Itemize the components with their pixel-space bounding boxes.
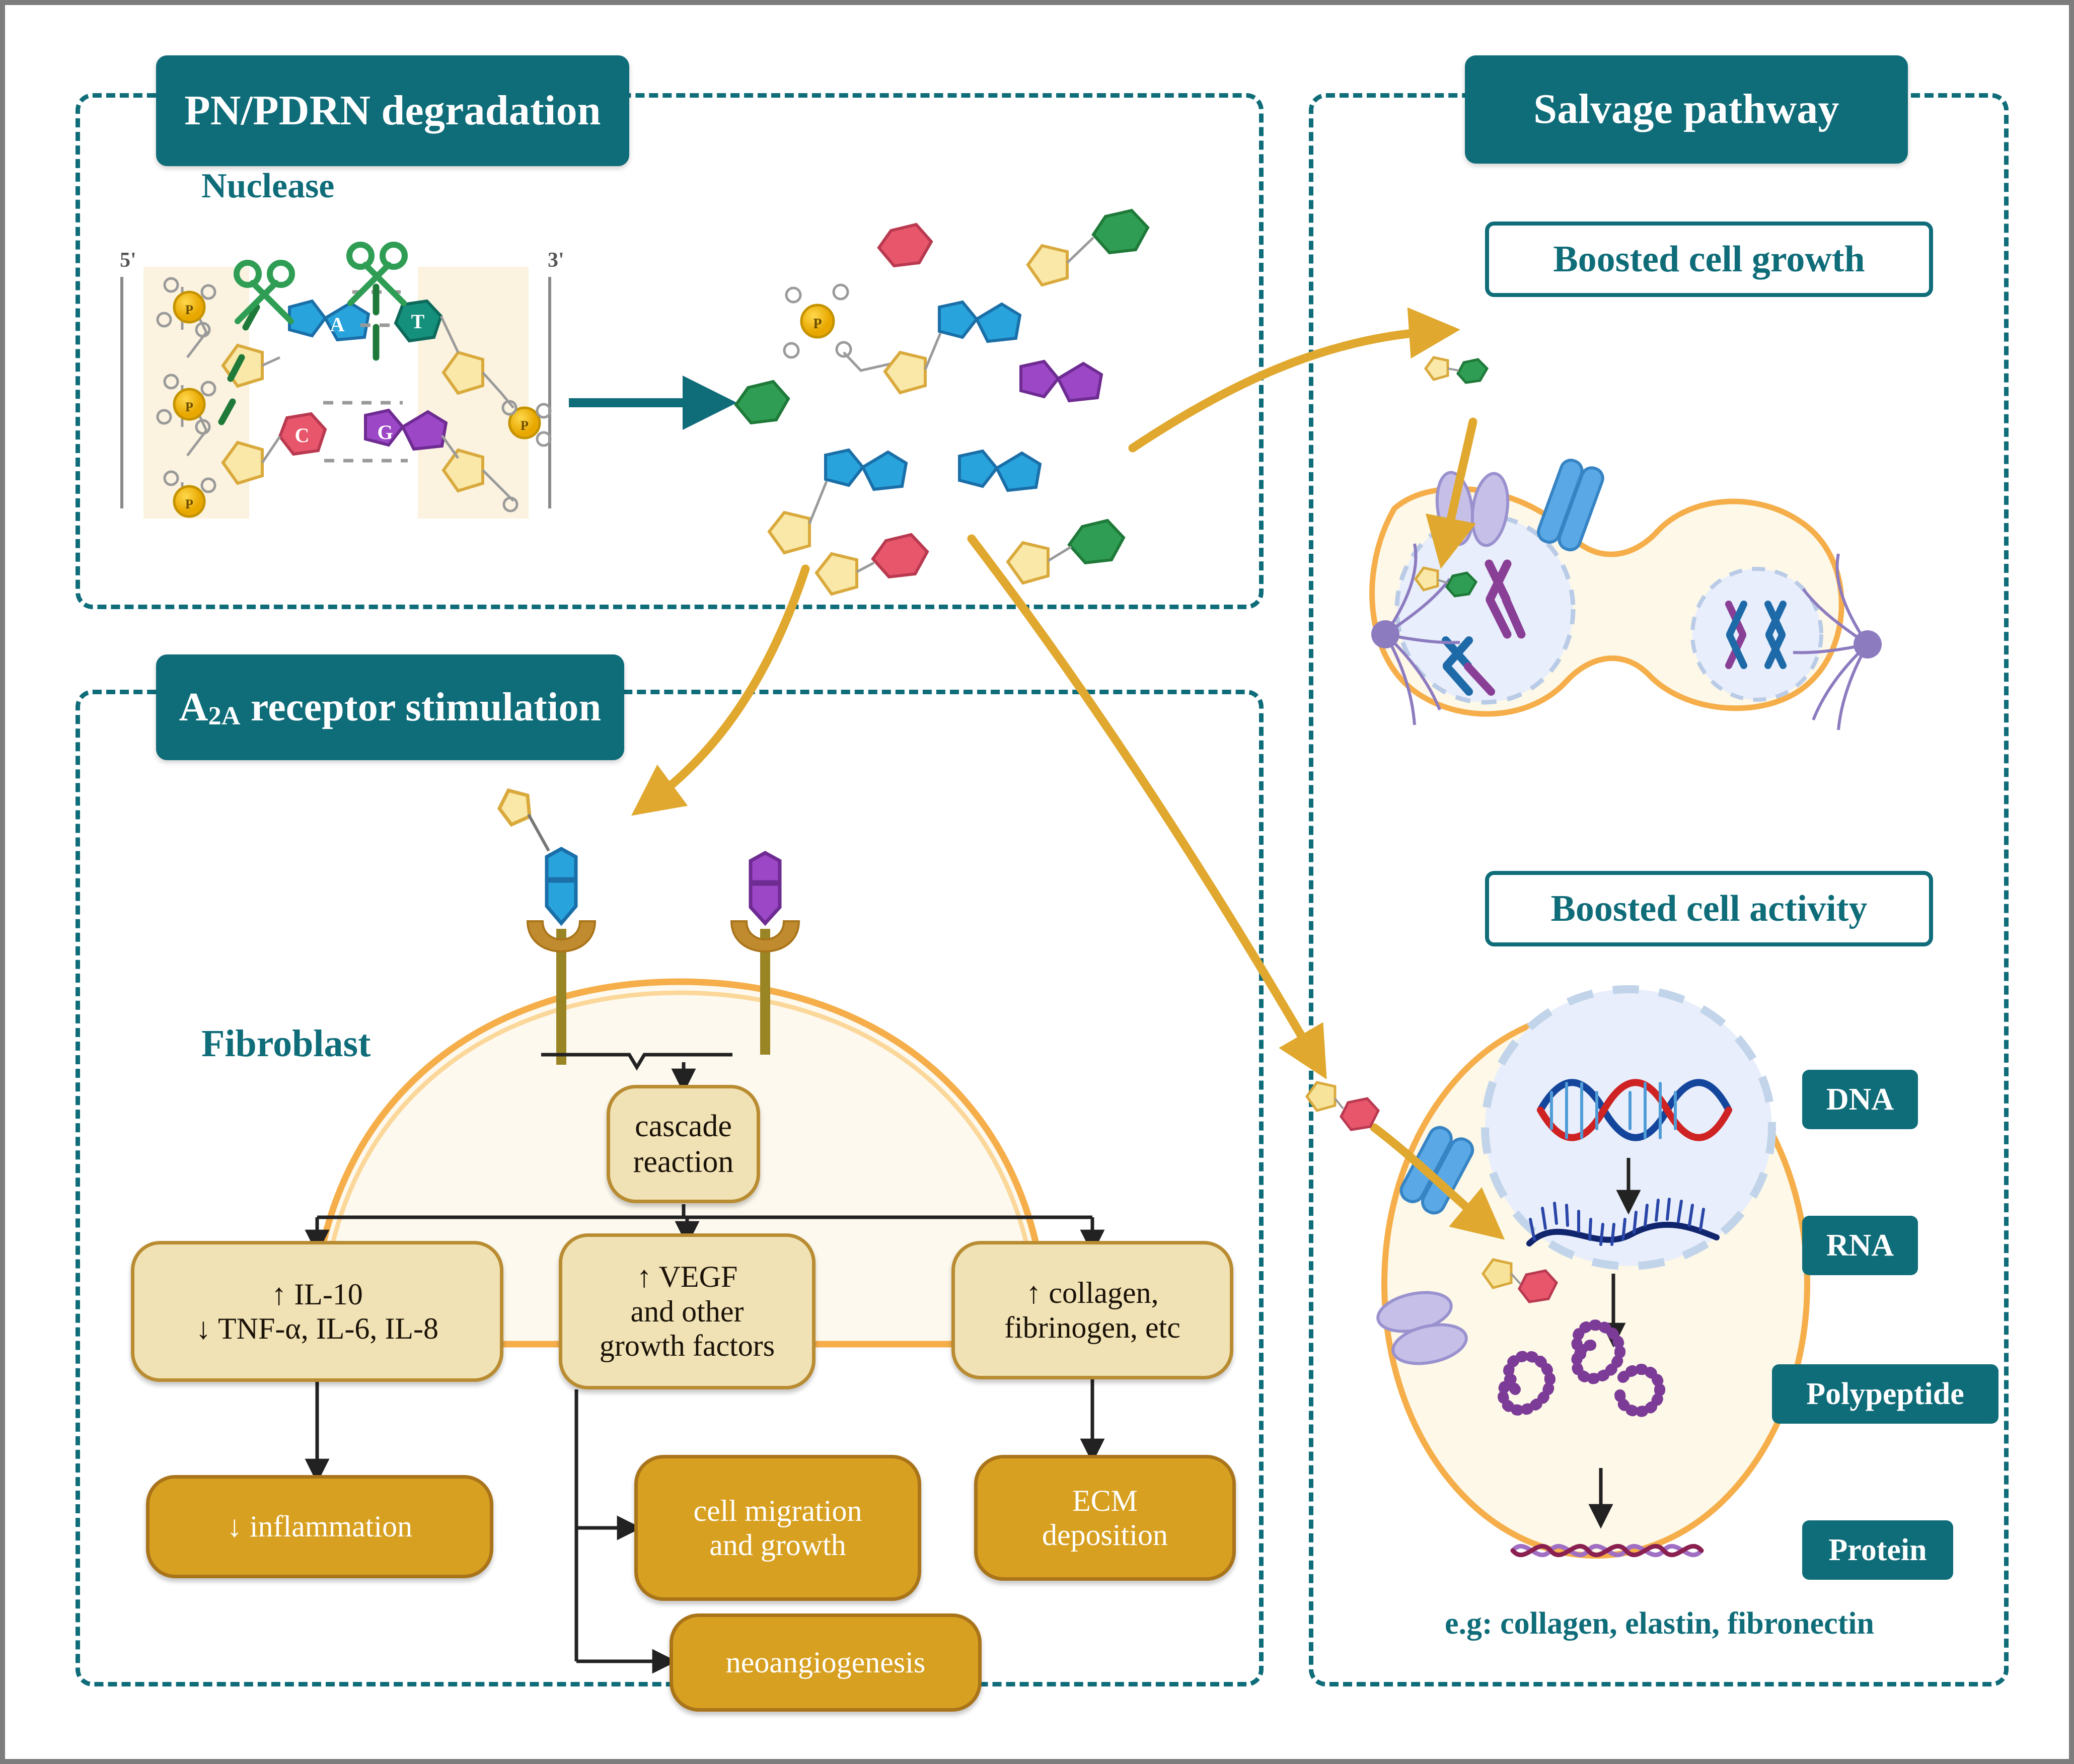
base-G: G [364, 408, 448, 451]
neoangiogenesis-label: neoangiogenesis [725, 1646, 926, 1679]
svg-text:P: P [521, 418, 529, 433]
dna-helix-icon [1537, 1079, 1732, 1141]
svg-text:P: P [813, 316, 822, 332]
ecm-line-2: deposition [1042, 1518, 1168, 1552]
tag-rna-label: RNA [1826, 1228, 1894, 1263]
dna-3prime-label: 3' [548, 249, 564, 272]
polypeptide-icon [1497, 1319, 1665, 1417]
a2a-title-main: receptor stimulation [250, 685, 602, 729]
a2a-title-subscript: 2A [208, 701, 241, 730]
tag-rna: RNA [1802, 1216, 1918, 1275]
collagen-line-2: fibrinogen, etc [1004, 1310, 1180, 1344]
panel-title-degradation-label: PN/PDRN degradation [184, 87, 601, 134]
tag-protein-label: Protein [1828, 1532, 1927, 1567]
tag-dna: DNA [1802, 1070, 1918, 1129]
cytokine-line-1: ↑ IL-10 [271, 1277, 363, 1311]
panel-title-salvage: Salvage pathway [1465, 55, 1908, 164]
scissors-icon [346, 242, 408, 306]
cell-migration-outcome-box: cell migration and growth [634, 1455, 921, 1601]
neoangiogenesis-outcome-box: neoangiogenesis [670, 1613, 982, 1712]
scissors-icon [234, 260, 295, 324]
membrane-transporter-icon [1376, 1291, 1468, 1365]
cytokine-modulation-box: ↑ IL-10 ↓ TNF-α, IL-6, IL-8 [131, 1241, 503, 1382]
protein-examples-label: e.g: collagen, elastin, fibronectin [1445, 1606, 1874, 1641]
svg-text:P: P [185, 400, 193, 414]
dna-5prime-label: 5' [120, 249, 136, 272]
panel-pn-pdrn-degradation [76, 93, 1264, 609]
cascade-line-2: reaction [633, 1144, 734, 1179]
vegf-line-3: growth factors [599, 1329, 775, 1363]
inflammation-outcome-box: ↓ inflammation [146, 1475, 493, 1578]
arrow-to-a2a-receptor [631, 564, 810, 816]
arrow-to-salvage-growth [1128, 307, 1460, 453]
collagen-fibrinogen-box: ↑ collagen, fibrinogen, etc [951, 1241, 1233, 1379]
fibroblast-label: Fibroblast [201, 1022, 371, 1065]
cascade-line-1: cascade [635, 1109, 732, 1143]
rna-strand-icon [1526, 1198, 1720, 1246]
a2a-receptor-blue [497, 788, 597, 1065]
dna-ladder-illustration: P P P P [120, 242, 564, 519]
cytokine-line-2: ↓ TNF-α, IL-6, IL-8 [196, 1312, 438, 1345]
a2a-title-prefix: A [179, 685, 208, 729]
svg-text:A: A [330, 313, 345, 336]
ecm-line-1: ECM [1072, 1484, 1138, 1517]
collagen-line-1: ↑ collagen, [1026, 1276, 1159, 1310]
vegf-line-1: ↑ VEGF [636, 1260, 738, 1294]
base-C: C [278, 412, 327, 456]
vegf-growth-factors-box: ↑ VEGF and other growth factors [559, 1233, 816, 1389]
boosted-cell-activity-box: Boosted cell activity [1485, 871, 1933, 946]
migration-line-2: and growth [709, 1528, 846, 1562]
boosted-cell-activity-label: Boosted cell activity [1550, 888, 1868, 929]
cascade-reaction-box: cascade reaction [607, 1085, 760, 1203]
tag-dna-label: DNA [1826, 1082, 1894, 1117]
tag-polypeptide-label: Polypeptide [1806, 1376, 1964, 1411]
inflammation-label: ↓ inflammation [227, 1510, 413, 1544]
tag-protein: Protein [1802, 1520, 1953, 1580]
vegf-line-2: and other [630, 1294, 744, 1328]
panel-title-salvage-label: Salvage pathway [1533, 86, 1839, 133]
base-T: T [394, 299, 443, 343]
diagram-artwork: P P P P [120, 208, 1882, 1674]
ecm-deposition-outcome-box: ECM deposition [974, 1455, 1236, 1581]
boosted-cell-growth-box: Boosted cell growth [1485, 222, 1933, 297]
panel-title-degradation: PN/PDRN degradation [156, 55, 629, 166]
svg-text:T: T [411, 310, 425, 333]
tag-polypeptide: Polypeptide [1772, 1364, 1998, 1424]
nuclease-label: Nuclease [201, 167, 335, 205]
dividing-cell-illustration [1369, 356, 1882, 730]
svg-text:G: G [377, 421, 393, 444]
a2a-receptor-purple [730, 851, 800, 1055]
svg-text:P: P [185, 303, 193, 317]
svg-text:P: P [185, 497, 193, 511]
migration-line-1: cell migration [693, 1494, 862, 1527]
protein-fibril-icon [1510, 1544, 1704, 1557]
arrow-nucleotide-uptake [1425, 417, 1477, 569]
base-A: A [288, 299, 371, 342]
membrane-channel-icon [1537, 459, 1604, 552]
boosted-cell-growth-label: Boosted cell growth [1553, 238, 1865, 280]
arrow-to-salvage-activity [967, 534, 1327, 1080]
free-nucleotide-pool: P [734, 208, 1150, 596]
membrane-channel-icon [1399, 1126, 1474, 1215]
transcription-cell-illustration [1305, 985, 1810, 1559]
arrow-nucleotide-entry [1370, 1123, 1505, 1240]
svg-text:C: C [295, 424, 310, 447]
